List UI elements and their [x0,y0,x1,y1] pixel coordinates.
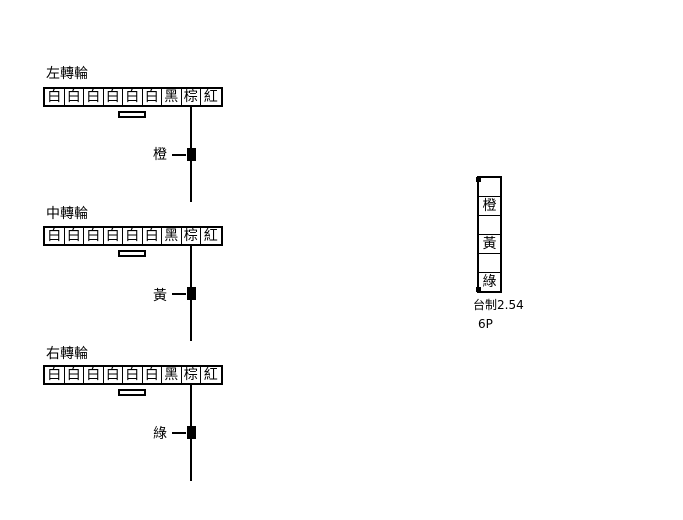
strip-cell: 棕 [182,367,201,383]
strip-cell: 紅 [203,367,218,383]
connector-pin [479,178,500,197]
connector-pin: 橙 [479,197,500,216]
connector-corner-mark-bottom [476,287,481,292]
strip-cell: 白 [143,367,162,383]
strip-cell: 白 [45,228,65,244]
connector-label-pins: 6P [478,317,493,331]
wire-node-middle [187,287,196,300]
connector-pin: 綠 [482,274,497,290]
strip-cell: 白 [65,89,84,105]
strip-cell: 白 [45,89,65,105]
strip-cell: 白 [104,367,123,383]
wire-node-right [187,426,196,439]
terminal-strip-right: 白 白 白 白 白 白 黑 棕 紅 [43,365,223,385]
connector-6p: 橙 黃 綠 [476,176,502,293]
wire-label-left: 橙 [153,147,167,163]
strip-cell: 白 [45,367,65,383]
wire-label-middle: 黃 [153,288,167,304]
terminal-strip-left: 白 白 白 白 白 白 黑 棕 紅 [43,87,223,107]
strip-cell: 白 [84,228,104,244]
strip-cell: 白 [65,367,84,383]
terminal-strip-middle: 白 白 白 白 白 白 黑 棕 紅 [43,226,223,246]
strip-cell: 白 [123,228,143,244]
strip-cell: 白 [65,228,84,244]
strip-cell: 黑 [162,367,182,383]
strip-cell: 白 [84,367,104,383]
strip-cell: 白 [143,228,162,244]
small-rectangle-left [118,111,146,118]
group-title-middle: 中轉輪 [46,206,88,222]
small-rectangle-middle [118,250,146,257]
strip-cell: 紅 [203,89,218,105]
strip-cell: 白 [143,89,162,105]
wire-label-right: 綠 [153,426,167,442]
wire-branch-left [172,154,186,156]
strip-cell: 棕 [182,228,201,244]
strip-cell: 白 [123,367,143,383]
strip-cell: 白 [84,89,104,105]
group-title-left: 左轉輪 [46,66,88,82]
connector-pin: 黃 [479,235,500,254]
wire-node-left [187,148,196,161]
strip-cell: 白 [104,228,123,244]
strip-cell: 白 [123,89,143,105]
small-rectangle-right [118,389,146,396]
connector-label-type: 台制2.54 [473,298,524,312]
strip-cell: 黑 [162,89,182,105]
strip-cell: 黑 [162,228,182,244]
strip-cell: 紅 [203,228,218,244]
strip-cell: 白 [104,89,123,105]
connector-pin [479,254,500,273]
wire-branch-right [172,432,186,434]
wire-branch-middle [172,293,186,295]
group-title-right: 右轉輪 [46,346,88,362]
strip-cell: 棕 [182,89,201,105]
connector-pin [479,216,500,235]
connector-corner-mark-top [476,177,481,182]
